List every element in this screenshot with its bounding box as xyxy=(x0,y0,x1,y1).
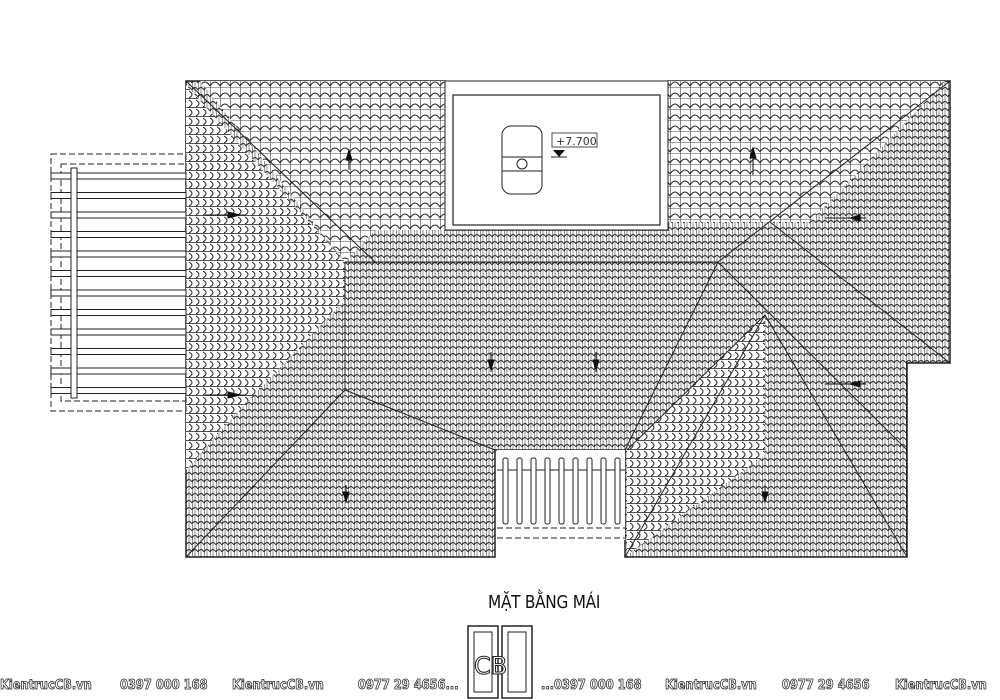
pergola-slat xyxy=(558,457,565,525)
slope-arrow-icon xyxy=(761,485,769,504)
footer-phone: ...0397 000 168 xyxy=(541,678,642,694)
pergola-slat xyxy=(50,231,187,238)
slope-arrow-icon xyxy=(487,352,495,372)
pergola-slat xyxy=(544,457,551,525)
roof-slope-left xyxy=(186,85,345,470)
pergola-slat xyxy=(586,457,593,525)
pergola-slat xyxy=(50,192,187,199)
pergola-slat xyxy=(50,309,187,316)
slope-arrow-icon xyxy=(825,380,866,388)
pergola-slat xyxy=(614,457,621,525)
pergola-slat xyxy=(600,457,607,525)
bottom-pergola xyxy=(497,450,625,540)
roof-slope-top-right xyxy=(668,81,945,222)
roof-slope-top-left xyxy=(200,81,445,262)
pergola-slat xyxy=(50,387,187,394)
drawing-title: MẶT BẰNG MÁI xyxy=(488,592,601,613)
footer-website: KientrucCB.vn xyxy=(895,678,988,694)
hip-lines xyxy=(185,80,951,558)
water-tank-icon xyxy=(501,125,543,195)
slope-arrows xyxy=(205,146,866,504)
slope-arrow-icon xyxy=(205,391,245,399)
pergola-slat xyxy=(516,457,523,525)
slope-arrow-icon xyxy=(749,146,757,175)
footer-phone: 0397 000 168 xyxy=(120,678,208,694)
slope-arrow-icon xyxy=(342,485,350,504)
pergola-slat xyxy=(50,250,187,258)
footer-website: KientrucCB.vn xyxy=(0,678,92,694)
pergola-slat xyxy=(50,289,187,297)
elevation-tag: +7.700 xyxy=(556,135,597,148)
pergola-slat xyxy=(50,367,187,375)
footer-phone: 0977 29 4656... xyxy=(358,678,459,694)
pergola-slat xyxy=(50,172,187,180)
slope-arrow-icon xyxy=(825,214,866,222)
pergola-slat xyxy=(50,270,187,277)
pergola-slat xyxy=(50,328,187,336)
pergola-slat xyxy=(50,211,187,219)
pergola-slat xyxy=(50,348,187,355)
footer-phone: 0977 29 4656 xyxy=(782,678,870,694)
slope-arrow-icon xyxy=(592,352,600,372)
pergola-slat xyxy=(530,457,537,525)
cb-logo: CB xyxy=(467,625,533,699)
left-pergola xyxy=(50,153,187,412)
pergola-slat xyxy=(572,457,579,525)
pergola-slat xyxy=(502,457,509,525)
level-marker-icon xyxy=(553,150,565,157)
slope-arrow-icon xyxy=(345,148,353,170)
flat-roof-deck: +7.700 xyxy=(444,80,669,231)
footer-website: KientrucCB.vn xyxy=(232,678,325,694)
svg-text:CB: CB xyxy=(474,652,507,680)
footer-website: KientrucCB.vn xyxy=(665,678,758,694)
slope-arrow-icon xyxy=(205,211,245,219)
